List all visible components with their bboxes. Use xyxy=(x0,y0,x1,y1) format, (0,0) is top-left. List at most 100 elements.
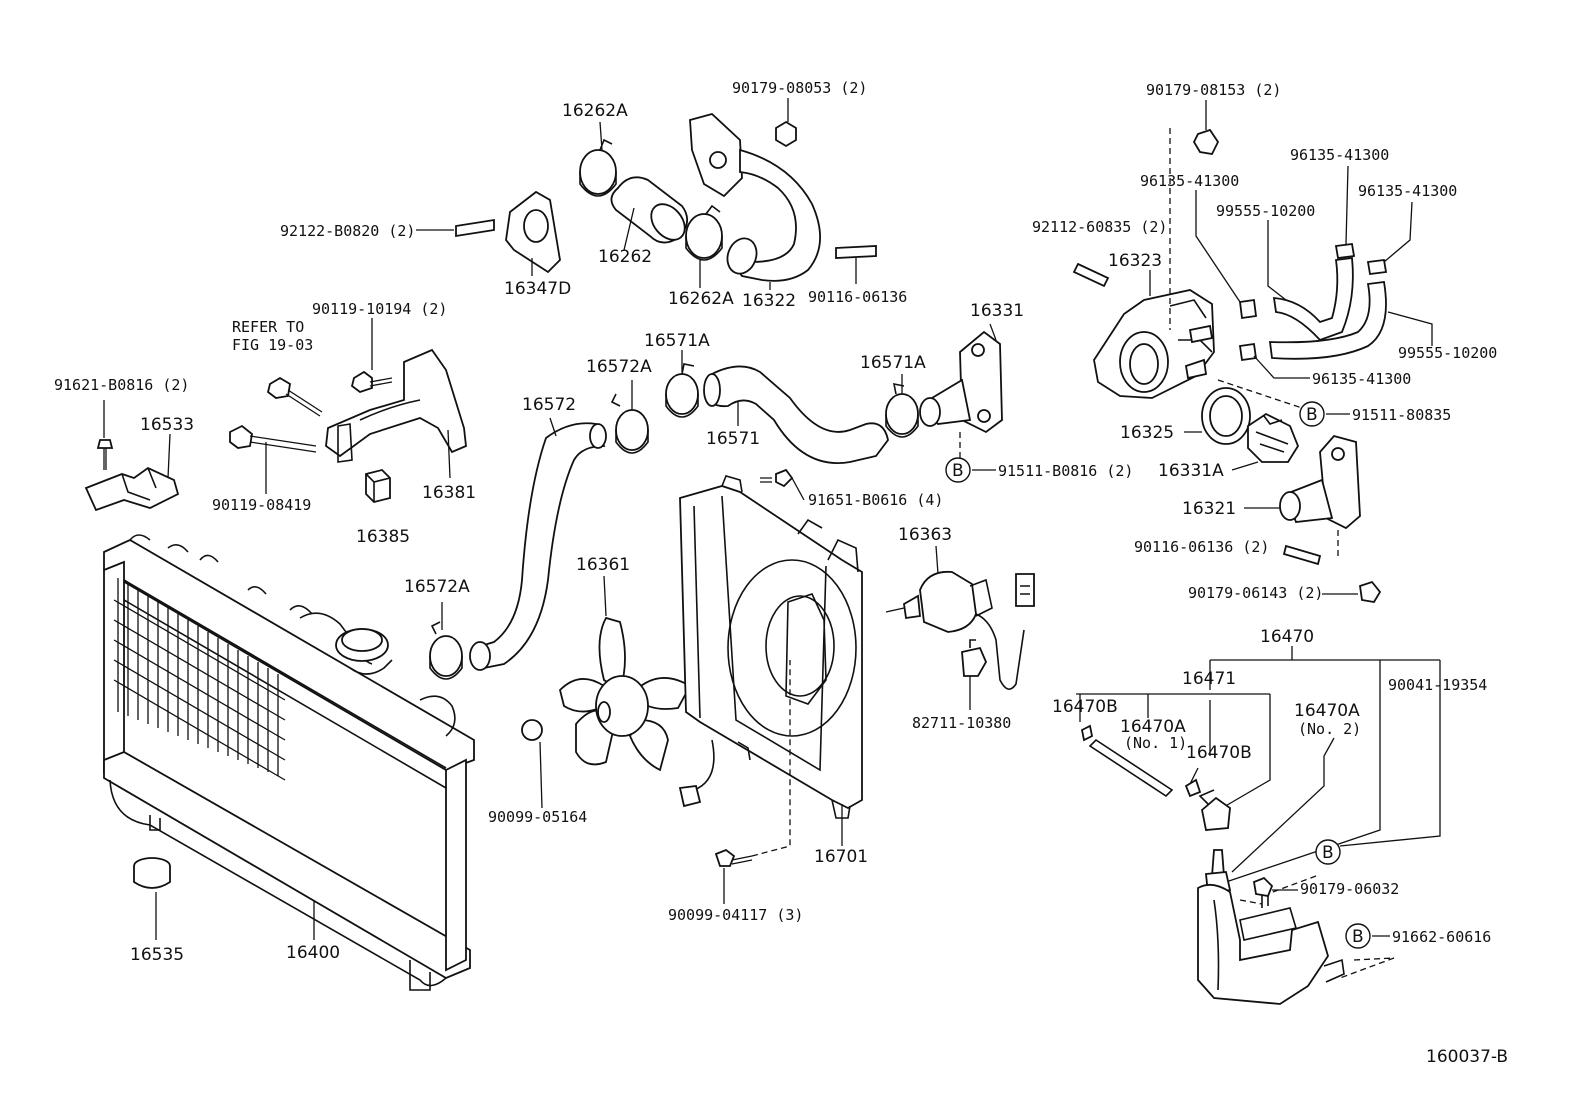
bolt-refer-fig xyxy=(266,376,323,417)
label-16470A-no1: 16470A xyxy=(1120,717,1186,737)
dashed-link-top xyxy=(1169,128,1303,409)
outlet-16321 xyxy=(1244,434,1361,560)
label-16400: 16400 xyxy=(286,943,340,963)
label-96135-41300-d: 96135-41300 xyxy=(1312,370,1411,388)
label-91621-B0816: 91621-B0816 (2) xyxy=(54,376,189,394)
clamp-16571A-left xyxy=(665,350,699,418)
label-90041-19354: 90041-19354 xyxy=(1388,676,1487,694)
label-16571A-left: 16571A xyxy=(644,331,710,351)
label-16331A: 16331A xyxy=(1158,461,1224,481)
label-no1: (No. 1) xyxy=(1124,734,1187,752)
bolt-90119-08419 xyxy=(229,424,317,494)
marker-b-4: B xyxy=(1345,923,1390,949)
label-16471: 16471 xyxy=(1182,669,1236,689)
bracket-16533 xyxy=(84,433,180,512)
label-90119-08419: 90119-08419 xyxy=(212,496,311,514)
label-16381: 16381 xyxy=(422,483,476,503)
hose-16262 xyxy=(610,176,688,251)
label-16701: 16701 xyxy=(814,847,868,867)
svg-text:B: B xyxy=(952,461,964,481)
label-90119-10194: 90119-10194 (2) xyxy=(312,300,447,318)
clamp-16572A-top xyxy=(610,380,649,454)
thermostat-16331A xyxy=(1231,412,1300,471)
figure-code: 160037-B xyxy=(1426,1047,1508,1067)
reserve-tank-16470 xyxy=(1076,646,1441,1005)
label-99555-10200-a: 99555-10200 xyxy=(1216,202,1315,220)
label-16470B-a: 16470B xyxy=(1052,697,1118,717)
stud-90116-06136 xyxy=(835,245,877,284)
clamp-16572A-bot xyxy=(429,602,463,680)
label-90179-06032: 90179-06032 xyxy=(1300,880,1399,898)
clamp-16262A-top xyxy=(579,121,617,197)
stud-92122 xyxy=(416,218,495,238)
bolt-90119-10194 xyxy=(350,318,393,394)
label-16325: 16325 xyxy=(1120,423,1174,443)
refer-note-line2: FIG 19-03 xyxy=(232,336,313,354)
label-91511-80835: 91511-80835 xyxy=(1352,406,1451,424)
label-16262A-top: 16262A xyxy=(562,101,628,121)
hose-16572 xyxy=(469,417,607,671)
label-16321: 16321 xyxy=(1182,499,1236,519)
label-92122-B0820: 92122-B0820 (2) xyxy=(280,222,415,240)
fan-16361 xyxy=(559,575,692,772)
housing-16323 xyxy=(1093,270,1215,399)
label-90099-04117: 90099-04117 (3) xyxy=(668,906,803,924)
svg-text:B: B xyxy=(1352,927,1364,947)
label-16331: 16331 xyxy=(970,301,1024,321)
radiator-cap xyxy=(335,628,393,675)
label-16470: 16470 xyxy=(1260,627,1314,647)
refer-note-line1: REFER TO xyxy=(232,318,304,336)
label-16571A-right: 16571A xyxy=(860,353,926,373)
fan-motor-16363 xyxy=(885,545,1035,690)
leader-99555-b xyxy=(1387,311,1433,346)
label-90179-08053: 90179-08053 (2) xyxy=(732,79,867,97)
water-inlet-16331 xyxy=(919,323,1003,460)
label-16385: 16385 xyxy=(356,527,410,547)
label-82711-10380: 82711-10380 xyxy=(912,714,1011,732)
radiator-16400 xyxy=(103,534,475,991)
cushion-16535 xyxy=(133,857,171,940)
label-16347D: 16347D xyxy=(504,279,571,299)
radiator-fins xyxy=(113,578,286,781)
label-91651-B0616: 91651-B0616 (4) xyxy=(808,491,943,509)
label-90099-05164: 90099-05164 xyxy=(488,808,587,826)
gasket-16347D xyxy=(505,190,561,276)
bolt-90099-04117 xyxy=(714,660,791,904)
nut-90179-08053 xyxy=(775,98,797,148)
connector-82711 xyxy=(961,639,988,710)
label-16571: 16571 xyxy=(706,429,760,449)
clip-96135-c xyxy=(1195,190,1258,320)
label-90179-06143: 90179-06143 (2) xyxy=(1188,584,1323,602)
label-16572: 16572 xyxy=(522,395,576,415)
marker-b-1: B xyxy=(1299,401,1350,427)
bolt-91621 xyxy=(96,400,114,470)
svg-text:B: B xyxy=(1306,405,1318,425)
label-16470A-no2: 16470A xyxy=(1294,701,1360,721)
leader-99555-a xyxy=(1267,220,1287,301)
clamp-16262A-bot xyxy=(685,204,723,288)
label-90116-06136-2: 90116-06136 (2) xyxy=(1134,538,1269,556)
svg-text:B: B xyxy=(1322,843,1334,863)
label-92112-60835: 92112-60835 (2) xyxy=(1032,218,1167,236)
label-16323: 16323 xyxy=(1108,251,1162,271)
hose-99555-10200 xyxy=(1268,256,1387,360)
label-16363: 16363 xyxy=(898,525,952,545)
hose-16571 xyxy=(703,365,889,464)
clamp-16571A-right xyxy=(885,374,919,438)
label-96135-41300-c: 96135-41300 xyxy=(1358,182,1457,200)
marker-b-2: B xyxy=(945,457,996,483)
clip-96135-d xyxy=(1238,342,1310,379)
clip-96135-b xyxy=(1366,201,1413,276)
label-91511-B0816: 91511-B0816 (2) xyxy=(998,462,1133,480)
nut-90099-05164 xyxy=(521,719,543,809)
stud-92112 xyxy=(1072,262,1110,288)
label-99555-10200-b: 99555-10200 xyxy=(1398,344,1497,362)
bolt-91651 xyxy=(760,468,805,501)
label-16470B-b: 16470B xyxy=(1186,743,1252,763)
label-16262: 16262 xyxy=(598,247,652,267)
clip-96135-a xyxy=(1334,165,1356,260)
nut-90179-06143 xyxy=(1322,580,1382,603)
label-96135-41300-b: 96135-41300 xyxy=(1140,172,1239,190)
gasket-16325 xyxy=(1184,387,1251,445)
